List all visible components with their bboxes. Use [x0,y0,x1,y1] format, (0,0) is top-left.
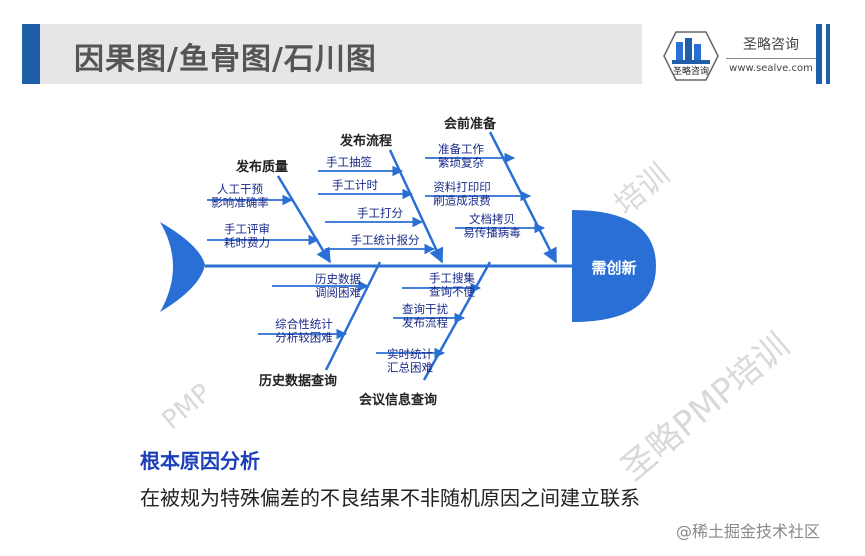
right-accent-bar [816,24,822,84]
major-bone-4 [324,261,382,371]
cause-label: 手工统计报分 [351,233,420,247]
cause-label: 综合性统计分析较困难 [275,317,333,345]
analysis-text: 在被规为特殊偏差的不良结果不非随机原因之间建立联系 [140,486,640,510]
cause-label: 手工搜集查询不便 [429,271,475,299]
logo-text: 圣略咨询 [673,65,709,77]
fish-head-label: 需创新 [591,259,636,277]
analysis-heading: 根本原因分析 [140,449,260,473]
cause-label: 手工抽签 [326,155,372,169]
category-label: 发布质量 [235,159,288,175]
footer-credit: @稀土掘金技术社区 [676,522,821,541]
brand-name: 圣略咨询 [743,37,799,53]
cause-label: 人工干预影响准确率 [211,182,269,210]
brand-block: 圣略咨询 www.sealve.com [726,34,816,74]
brand-divider [726,58,816,59]
major-bone-1 [276,175,332,264]
category-label: 会前准备 [444,116,497,132]
cause-label: 准备工作繁琐复杂 [438,142,484,170]
cause-label: 文档拷贝易传播病毒 [463,212,521,240]
title-accent [22,24,40,84]
page-title: 因果图/鱼骨图/石川图 [74,42,377,77]
title-bar [22,24,642,84]
cause-label: 资料打印印刷造成浪费 [433,180,491,208]
cause-label: 查询干扰发布流程 [402,302,448,330]
cause-label: 手工打分 [357,206,403,220]
major-bone-3 [488,131,558,264]
fish-head [572,210,656,322]
company-logo-icon: 圣略咨询 [663,31,719,81]
cause-label: 历史数据调阅困难 [315,272,361,300]
category-label: 历史数据查询 [259,373,337,389]
category-label: 发布流程 [339,133,392,149]
right-accent-bar-thin [826,24,830,84]
cause-label: 手工计时 [332,178,378,192]
cause-label: 手工评审耗时费力 [224,222,270,250]
brand-url: www.sealve.com [729,63,813,74]
cause-label: 实时统计汇总困难 [387,347,433,375]
fish-tail [160,222,205,312]
category-label: 会议信息查询 [359,392,437,408]
